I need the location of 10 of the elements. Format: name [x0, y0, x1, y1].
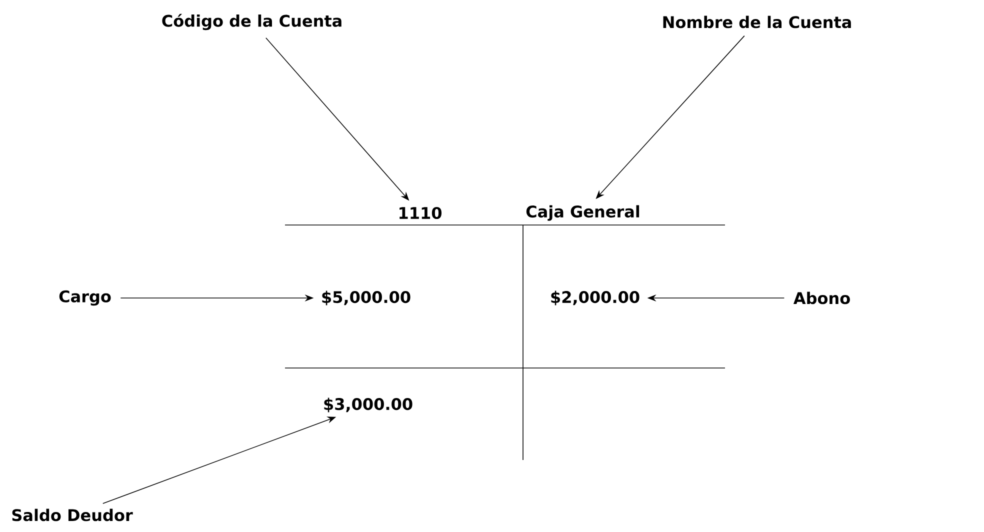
amount: $3,000.00 [324, 398, 412, 412]
label: Abono [793, 292, 850, 304]
label: Saldo Deudor [12, 508, 133, 522]
account-name: Caja General [526, 205, 640, 221]
label: Cargo [59, 290, 111, 306]
amount: $5,000.00 [322, 290, 410, 306]
amount: $2,000.00 [551, 290, 640, 306]
label: Código de la Cuenta [162, 14, 342, 30]
label: Nombre de la Cuenta [663, 16, 851, 28]
account-code: 1110 [400, 206, 442, 220]
